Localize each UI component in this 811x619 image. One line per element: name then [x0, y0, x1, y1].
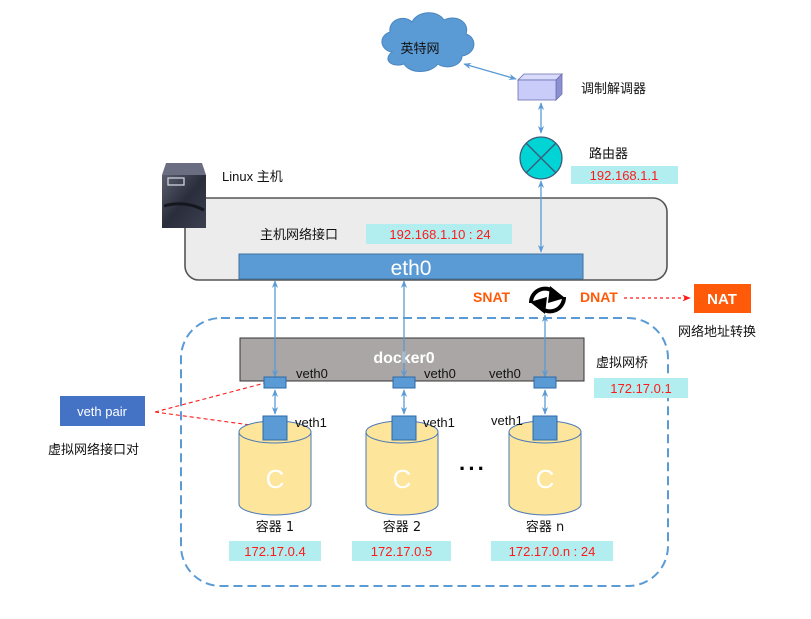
host-iface-label: 主机网络接口	[260, 227, 338, 243]
internet-label: 英特网	[400, 42, 439, 57]
veth-pair-desc: 虚拟网络接口对	[48, 442, 139, 458]
veth1-port	[262, 415, 288, 441]
container-ip-bg	[491, 541, 613, 561]
container-cylinder-body	[508, 431, 582, 516]
veth1-label: veth1	[491, 413, 523, 428]
docker-network-boundary	[180, 317, 669, 587]
modem-icon	[517, 73, 563, 101]
router-icon	[519, 136, 563, 180]
server-icon	[162, 163, 206, 228]
docker0-bridge	[239, 337, 585, 382]
veth-pair-box	[60, 396, 145, 426]
container-glyph: C	[536, 464, 555, 494]
veth1-port	[532, 415, 558, 441]
container-glyph: C	[266, 464, 285, 494]
veth0-port	[392, 376, 416, 389]
veth1-label: veth1	[423, 415, 455, 430]
container-ip-bg	[352, 541, 451, 561]
veth-pair-pointer-veth0	[154, 382, 266, 413]
nat-desc: 网络地址转换	[678, 324, 756, 340]
container-ip: 172.17.0.5	[371, 544, 432, 559]
dnat-label: DNAT	[580, 289, 618, 305]
veth1-port	[391, 415, 417, 441]
container-ip-bg	[229, 541, 321, 561]
link-internet-modem	[463, 62, 517, 81]
bridge-ip-bg	[594, 378, 688, 398]
eth0-interface	[238, 253, 584, 280]
internet-cloud: 英特网	[381, 12, 475, 72]
veth-pair-label: veth pair	[77, 404, 128, 419]
host-iface-ip: 192.168.1.10 : 24	[389, 227, 490, 242]
container-ip: 172.17.0.4	[244, 544, 305, 559]
veth0-label: veth0	[296, 366, 328, 381]
veth0-port	[263, 376, 287, 389]
container-glyph: C	[393, 464, 412, 494]
bridge-desc: 虚拟网桥	[596, 356, 648, 371]
router-ip: 192.168.1.1	[590, 168, 659, 183]
veth1-label: veth1	[295, 415, 327, 430]
router-label: 路由器	[589, 146, 628, 162]
ellipsis: ···	[459, 456, 487, 481]
container-name: 容器 n	[526, 519, 564, 535]
linux-host-label: Linux 主机	[222, 169, 283, 184]
veth0-label: veth0	[424, 366, 456, 381]
host-iface-ip-bg	[366, 224, 512, 244]
modem-label: 调制解调器	[581, 82, 646, 97]
nat-cycle-icon	[528, 286, 567, 314]
snat-label: SNAT	[473, 289, 511, 305]
nat-box	[694, 284, 751, 313]
eth0-label: eth0	[391, 257, 432, 280]
container-name: 容器 2	[383, 519, 421, 535]
container-cylinder-body	[238, 431, 312, 516]
router-ip-bg	[571, 166, 678, 184]
nat-box-label: NAT	[707, 291, 737, 308]
veth-pair-pointer-veth1	[154, 411, 266, 428]
container-name: 容器 1	[256, 519, 294, 535]
bridge-ip: 172.17.0.1	[610, 381, 671, 396]
veth0-port	[533, 376, 557, 389]
container-cylinder-body	[365, 431, 439, 516]
container-ip: 172.17.0.n : 24	[509, 544, 596, 559]
veth0-label: veth0	[489, 366, 521, 381]
